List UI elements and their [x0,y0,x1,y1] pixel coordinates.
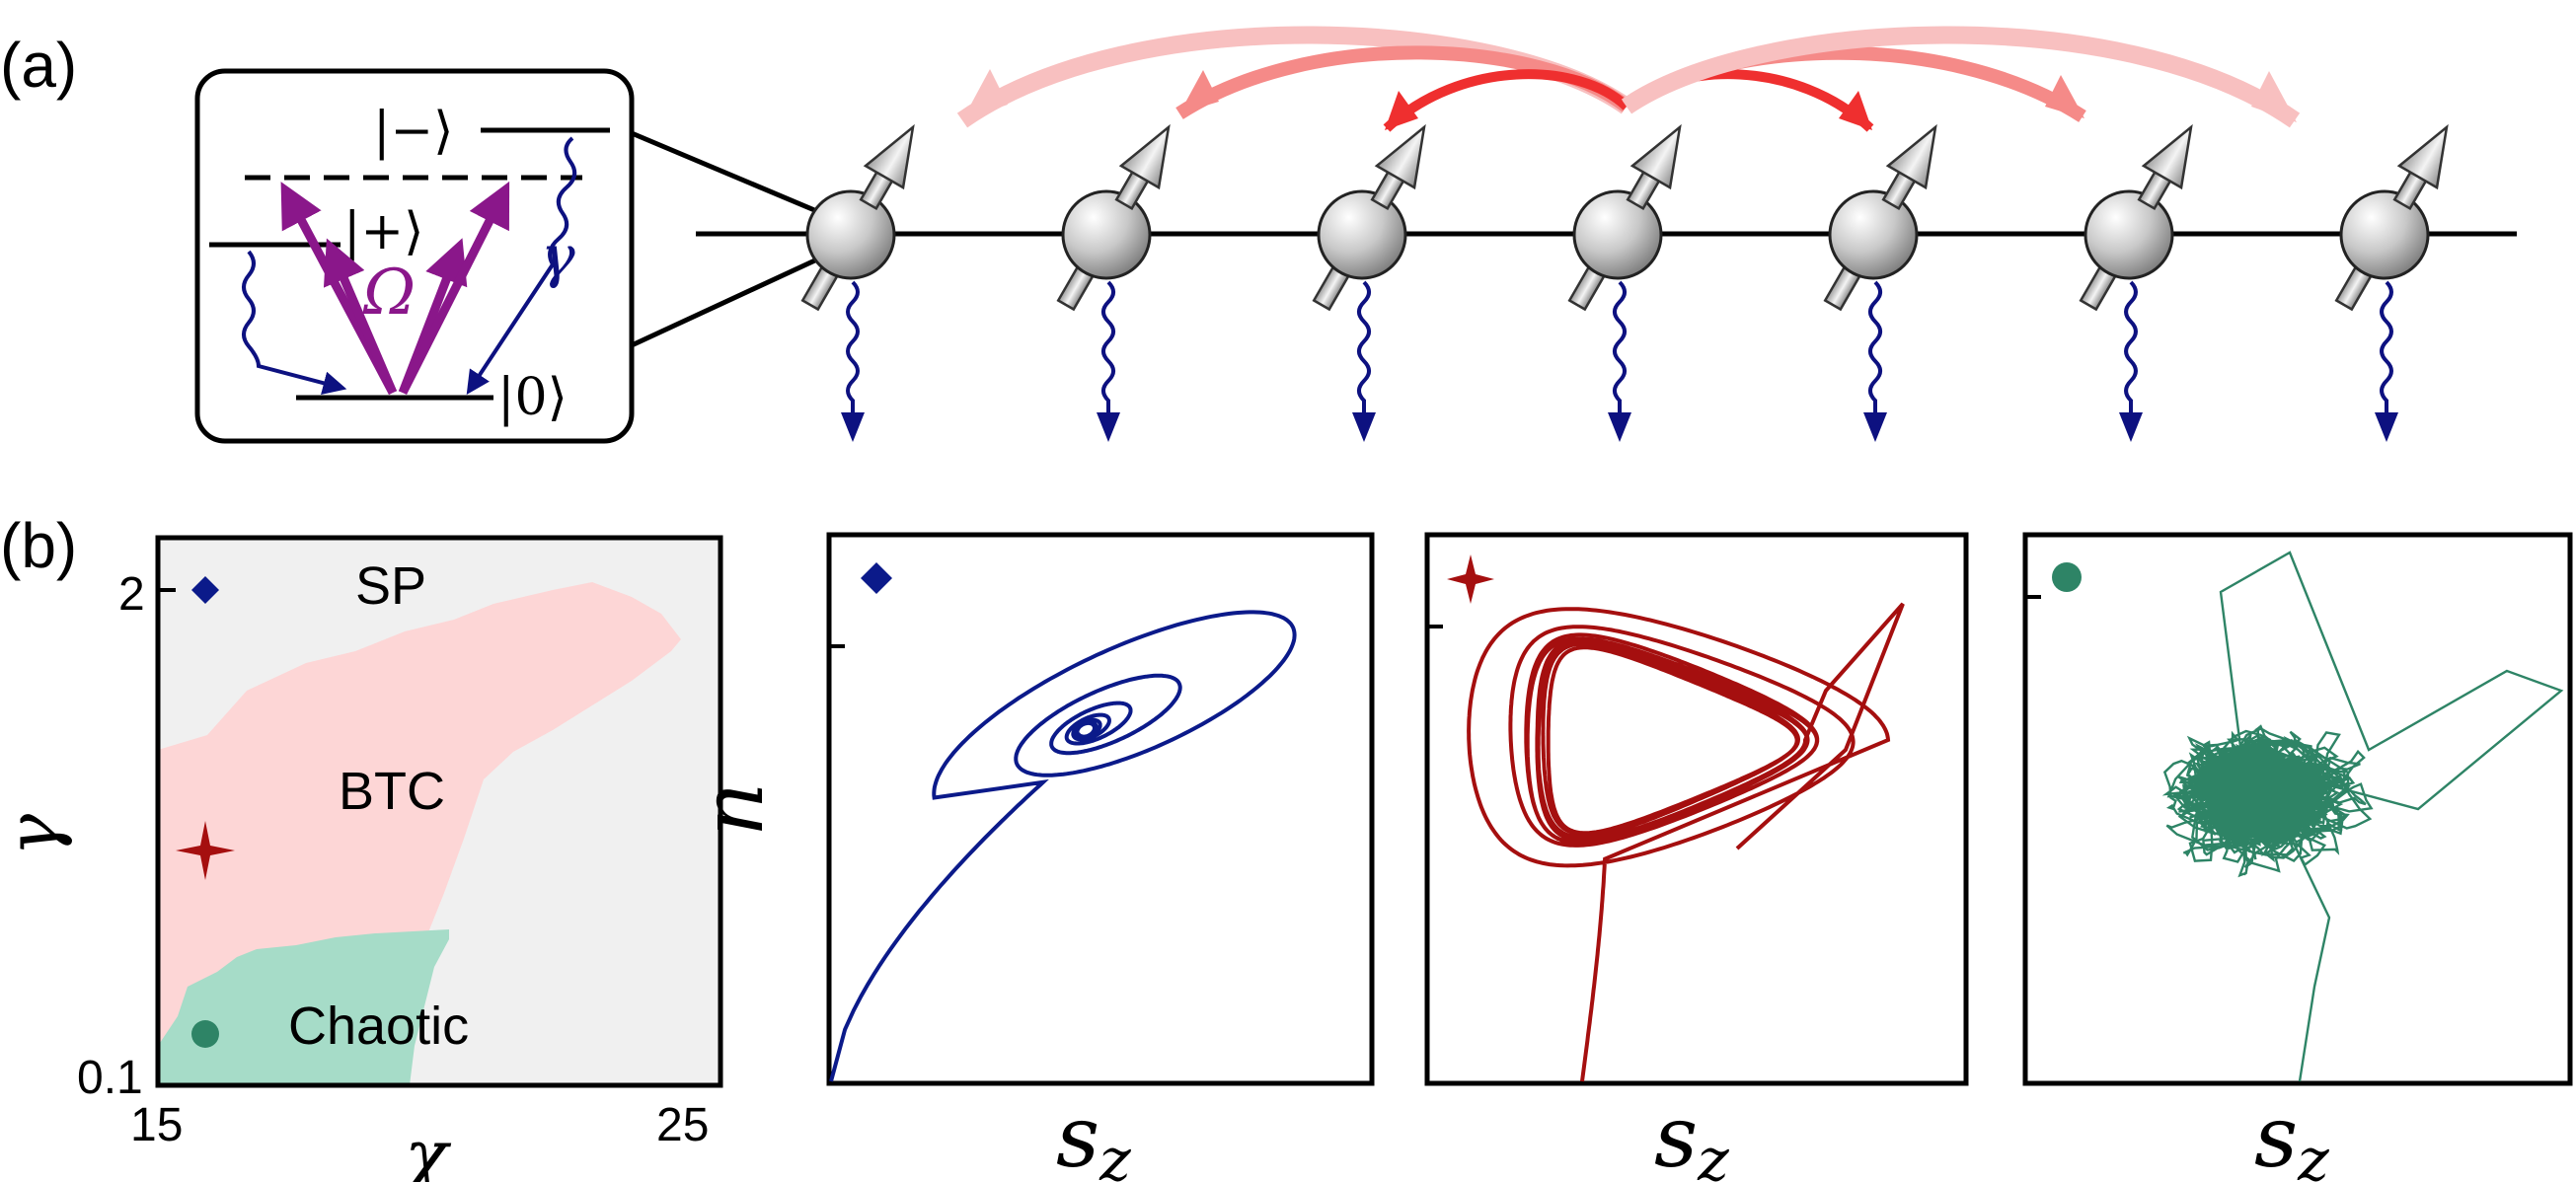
chaotic-circle-marker [191,1020,219,1048]
spin [1312,123,1426,312]
xtick-right-label: 25 [656,1099,709,1151]
trajectory-ylabel: n [684,782,783,837]
trajectory-panel-sp: sz [826,532,1375,1182]
decay-arrowhead [1352,412,1376,442]
btc-star-marker [176,821,235,880]
level-plus-label: |+⟩ [343,202,423,261]
decay-wavy-arrow [1101,280,1115,412]
spin-array [800,123,2449,442]
phase-ylabel: γ [0,813,74,856]
panel-a-label: (a) [0,30,77,101]
spin [1823,123,1937,312]
sz-label-3: sz [2254,1088,2329,1182]
chaotic-circle-marker-2 [2052,562,2082,592]
level-scheme-inset: |−⟩ |+⟩ |0⟩ Ω γ [194,68,635,444]
spin [1056,123,1171,312]
spin [2079,123,2193,312]
decay-arrowhead [2375,412,2398,442]
panel-b-label: (b) [0,510,77,581]
decay-wavy-arrow [2380,280,2393,412]
sp-diamond-marker-2 [861,562,892,594]
decay-arrowhead [1097,412,1120,442]
callout-line-bottom [630,256,821,348]
decay-wavy-arrow [1868,280,1882,412]
xtick-left-label: 15 [130,1099,183,1151]
hopping-arrows [956,26,2301,132]
sz-label-2: sz [1654,1088,1729,1182]
sp-diamond-marker [191,576,219,604]
decay-arrowhead [841,412,865,442]
decay-wavy-arrow [1357,280,1371,412]
callout-line-top [631,130,820,215]
btc-star-marker-2 [1447,554,1494,604]
sp-trajectory [829,610,1297,1082]
chaotic-region [158,929,449,1085]
level-zero-label: |0⟩ [497,368,568,427]
spin [2334,123,2449,312]
phase-diagram: SP BTC Chaotic 2 0.1 15 25 γ χ [0,535,723,1182]
phase-xlabel: χ [400,1114,452,1182]
decay-gamma-label: γ [541,223,575,290]
decay-arrowhead [1608,412,1631,442]
spin [1567,123,1682,312]
trajectory-panel-chaotic: sz [2022,532,2573,1182]
chaotic-trajectory [2161,551,2564,1082]
region-sp-label: SP [355,556,426,616]
btc-trajectory [1467,602,1905,1082]
level-minus-label: |−⟩ [373,102,453,161]
sz-label-1: sz [1056,1088,1131,1182]
region-btc-label: BTC [339,762,445,821]
decay-arrowhead [1863,412,1887,442]
ytick-top-label: 2 [118,568,145,621]
decay-arrowhead [2119,412,2143,442]
drive-omega-label: Ω [362,257,416,330]
decay-wavy-arrow [846,280,860,412]
ytick-bottom-label: 0.1 [77,1052,143,1104]
trajectory-panel-btc: sz [1424,532,1969,1182]
decay-wavy-arrow [1613,280,1627,412]
region-chaotic-label: Chaotic [288,997,469,1056]
spin [800,123,915,312]
decay-wavy-arrow [2124,280,2138,412]
